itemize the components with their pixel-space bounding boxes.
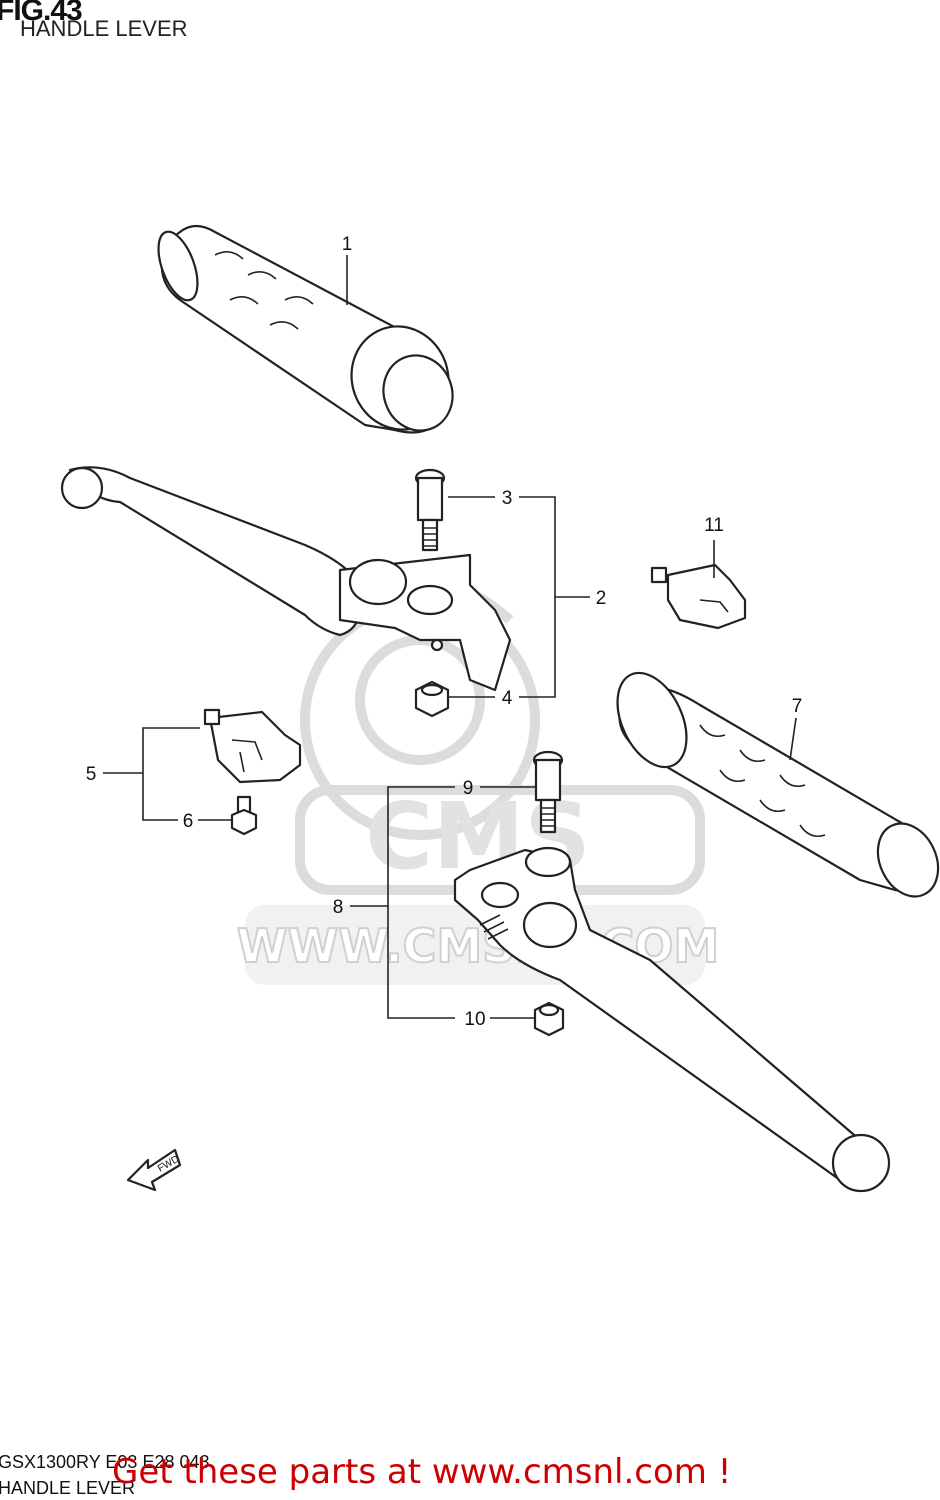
callout-labels: 1 2 3 4 5 6 7 8 9 10 11 <box>86 234 803 1030</box>
part-3-pivot-bolt <box>414 468 446 552</box>
callout-3: 3 <box>502 488 513 509</box>
callout-8: 8 <box>333 897 344 918</box>
figure-title: HANDLE LEVER <box>20 16 188 41</box>
callout-7: 7 <box>792 696 803 717</box>
fwd-arrow-icon: FWD <box>126 1148 181 1192</box>
callout-10: 10 <box>464 1009 485 1030</box>
part-6-screw <box>230 795 258 836</box>
figure-number: FIG.43 <box>0 0 83 27</box>
leader-lines <box>103 255 797 1019</box>
part-9-pivot-bolt <box>532 750 564 834</box>
callout-5: 5 <box>86 764 97 785</box>
diagram-code: GSX1300RY E03 E28 043 <box>0 1452 210 1472</box>
part-8-lower-lever-assembly <box>453 846 891 1193</box>
diagram-footer-title: HANDLE LEVER <box>0 1478 136 1498</box>
callout-4: 4 <box>502 688 513 709</box>
callout-6: 6 <box>183 811 194 832</box>
part-1-left-grip <box>157 224 454 434</box>
part-10-nut <box>533 1001 565 1037</box>
part-7-right-grip <box>616 671 940 898</box>
callout-11: 11 <box>704 515 724 536</box>
part-4-nut <box>414 680 450 718</box>
part-5-switch <box>203 708 302 784</box>
part-11-switch <box>650 563 747 630</box>
callout-2: 2 <box>596 588 607 609</box>
callout-1: 1 <box>342 234 353 255</box>
part-2-upper-lever-assembly <box>60 466 512 692</box>
callout-9: 9 <box>463 778 474 799</box>
promo-link[interactable]: Get these parts at www.cmsnl.com ! <box>112 1452 732 1492</box>
